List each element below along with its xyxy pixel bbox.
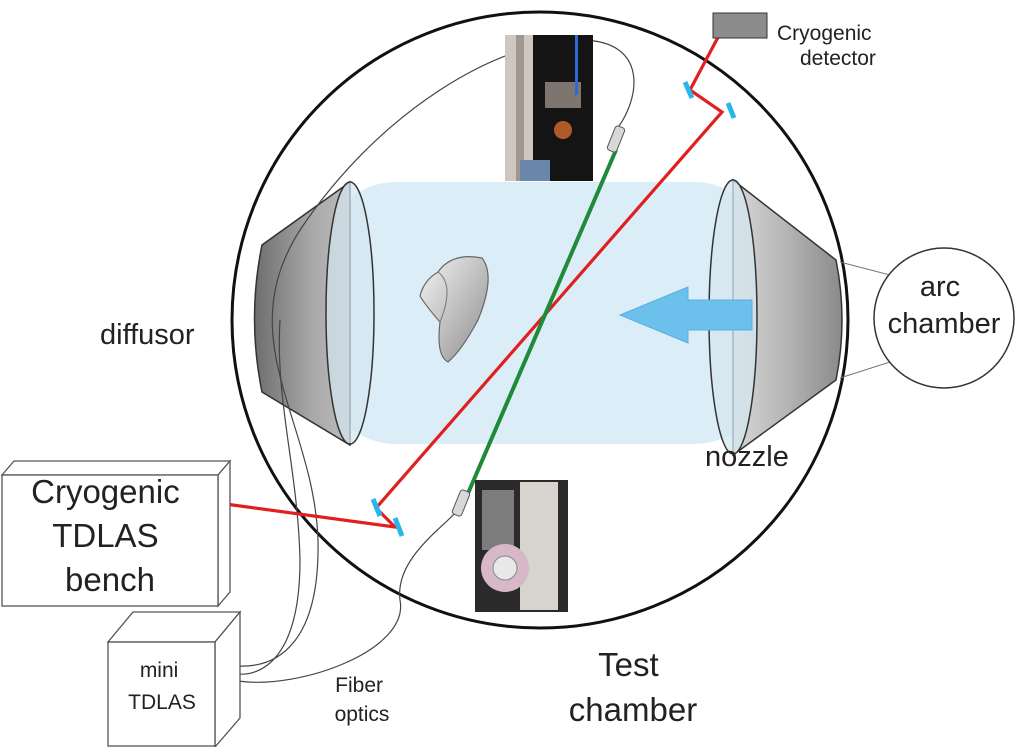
collimator-upper [606,125,626,153]
cryogenic-tdlas-bench-box [0,459,232,608]
test-chamber-label: Test chamber [569,646,697,728]
test-model-icon [419,256,489,363]
arc-chamber-label: arc chamber [888,271,1001,340]
mirror-upper-right [725,102,737,119]
flow-arrow [618,286,753,344]
test-chamber-circle [230,10,850,630]
nozzle-cone [708,178,843,457]
upper-optics-photo-icon [505,35,593,181]
fiber-optics-label: Fiber optics [335,674,390,726]
mini-tdlas-box [106,610,242,747]
fiber-beam [464,149,618,499]
cryogenic-tdlas-bench-label: Cryogenic TDLAS bench [31,473,189,598]
mirror-lower-left [370,498,383,517]
arc-chamber-ellipse [873,247,1015,389]
nozzle-label: nozzle [705,441,789,473]
mirror-lower-right [392,517,405,537]
diffusor-label: diffusor [100,319,195,351]
diffusor-cone [253,180,375,447]
cryogenic-detector-box [712,12,768,39]
lower-optics-photo-icon [475,480,568,612]
arc-link-top [839,261,891,276]
mirror-upper-left [682,80,695,100]
arc-link-bottom [839,361,891,379]
cryogenic-detector-label: Cryogenic detector [777,22,877,70]
fiber-cables [237,39,635,683]
collimator-lower [451,489,471,517]
mini-tdlas-label: mini TDLAS [128,659,196,714]
